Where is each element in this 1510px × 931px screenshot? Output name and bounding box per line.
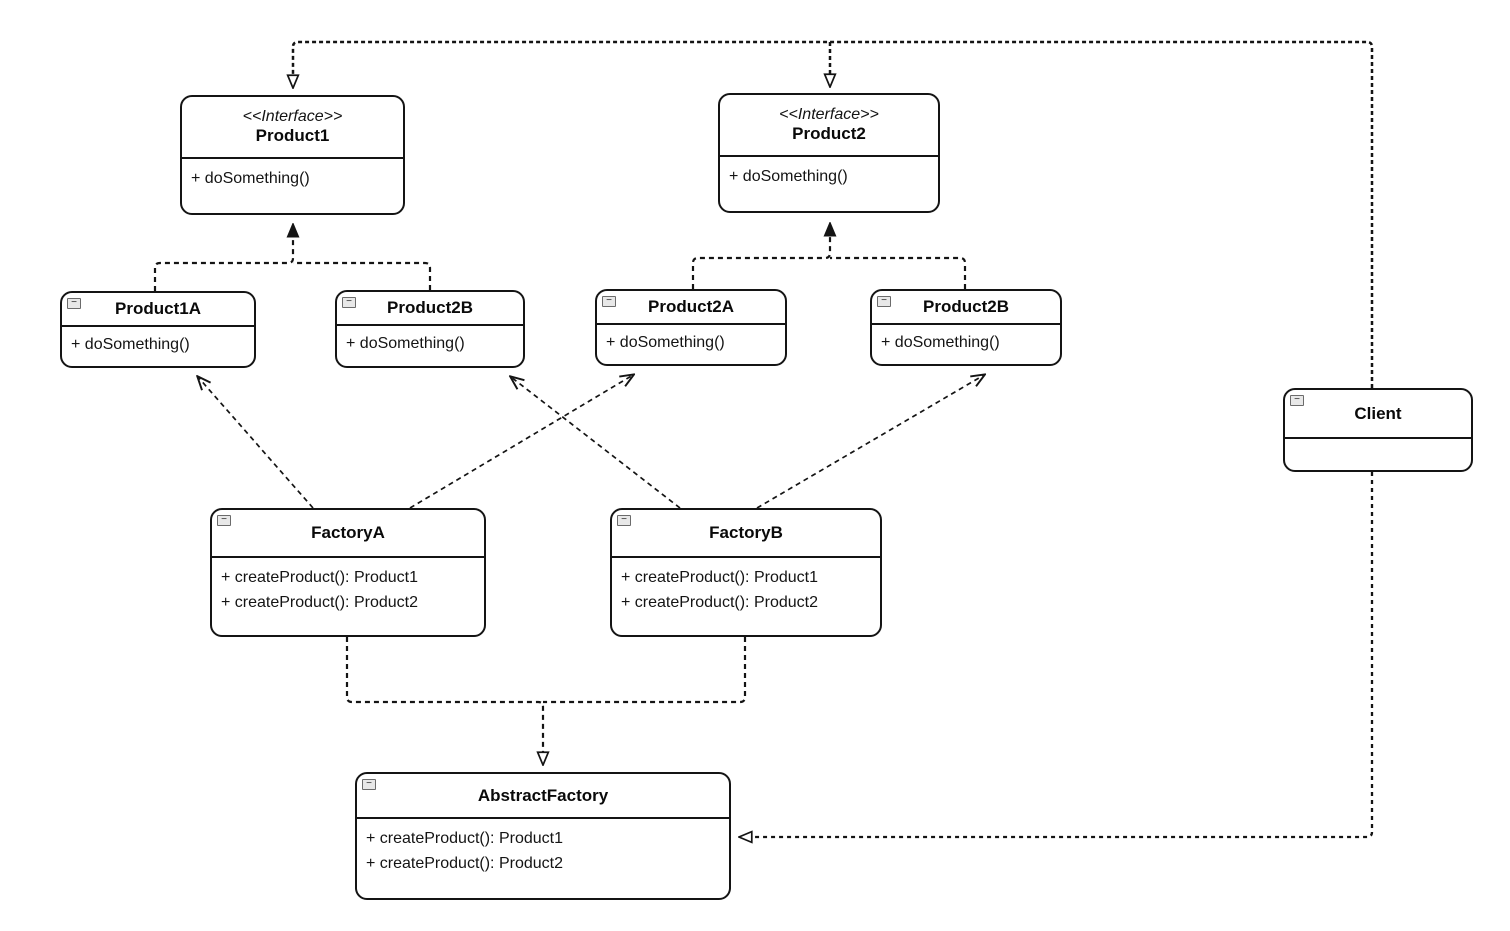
class-abstract-factory[interactable]: − AbstractFactory + createProduct(): Pro…	[355, 772, 731, 900]
collapse-icon[interactable]: −	[362, 779, 376, 790]
class-methods: + createProduct(): Product1 + createProd…	[357, 819, 729, 876]
class-factory-a[interactable]: − FactoryA + createProduct(): Product1 +…	[210, 508, 486, 637]
edge-product2a-product2	[691, 224, 830, 289]
class-factory-b[interactable]: − FactoryB + createProduct(): Product1 +…	[610, 508, 882, 637]
edge-factoryb-product2b-right	[756, 375, 984, 509]
method-label: + createProduct(): Product1	[221, 569, 418, 586]
class-header: FactoryA	[212, 510, 484, 558]
class-product2-interface[interactable]: <<Interface>> Product2 + doSomething()	[718, 93, 940, 213]
method-label: + createProduct(): Product1	[621, 569, 818, 586]
class-title: Product1	[255, 126, 330, 145]
method-label: + createProduct(): Product2	[366, 855, 563, 872]
class-header: Product2A	[597, 291, 785, 325]
class-product1-interface[interactable]: <<Interface>> Product1 + doSomething()	[180, 95, 405, 215]
method-label: + doSomething()	[606, 334, 725, 351]
edge-factorya-product2a	[409, 375, 633, 509]
method-label: + doSomething()	[346, 335, 465, 352]
class-title: FactoryA	[311, 523, 385, 542]
class-methods: + doSomething()	[182, 159, 403, 191]
class-header: <<Interface>> Product1	[182, 97, 403, 159]
class-header: AbstractFactory	[357, 774, 729, 819]
stereotype-label: <<Interface>>	[779, 106, 879, 123]
edge-client-abstractfactory	[740, 472, 1374, 837]
class-methods: + createProduct(): Product1 + createProd…	[212, 558, 484, 615]
collapse-icon[interactable]: −	[1290, 395, 1304, 406]
class-body-empty	[1285, 439, 1471, 446]
stereotype-label: <<Interface>>	[242, 108, 343, 125]
collapse-icon[interactable]: −	[602, 296, 616, 307]
edge-factoryb-abstractfactory	[543, 637, 747, 704]
method-label: + createProduct(): Product2	[221, 594, 418, 611]
class-methods: + doSomething()	[872, 325, 1060, 355]
class-product2b-right[interactable]: − Product2B + doSomething()	[870, 289, 1062, 366]
class-title: Client	[1354, 403, 1402, 423]
method-label: + createProduct(): Product2	[621, 594, 818, 611]
collapse-icon[interactable]: −	[67, 298, 81, 309]
collapse-icon[interactable]: −	[877, 296, 891, 307]
class-title: Product2B	[923, 297, 1009, 316]
method-label: + doSomething()	[729, 168, 848, 185]
class-methods: + doSomething()	[597, 325, 785, 355]
class-header: Product2B	[337, 292, 523, 326]
edge-product2b-right-product2	[830, 256, 967, 289]
class-title: AbstractFactory	[477, 785, 609, 805]
class-header: Product2B	[872, 291, 1060, 325]
collapse-icon[interactable]: −	[617, 515, 631, 526]
class-header: Product1A	[62, 293, 254, 327]
collapse-icon[interactable]: −	[217, 515, 231, 526]
method-label: + createProduct(): Product1	[366, 830, 563, 847]
class-title: FactoryB	[709, 523, 783, 542]
class-title: Product2A	[648, 297, 734, 316]
edge-product1a-product1	[153, 225, 293, 291]
class-product2a[interactable]: − Product2A + doSomething()	[595, 289, 787, 366]
method-label: + doSomething()	[191, 170, 310, 187]
class-product2b-left[interactable]: − Product2B + doSomething()	[335, 290, 525, 368]
class-methods: + doSomething()	[720, 157, 938, 189]
class-client[interactable]: − Client	[1283, 388, 1473, 472]
class-product1a[interactable]: − Product1A + doSomething()	[60, 291, 256, 368]
class-methods: + doSomething()	[337, 326, 523, 356]
collapse-icon[interactable]: −	[342, 297, 356, 308]
edge-product2b-left-product1	[293, 261, 432, 290]
class-methods: + doSomething()	[62, 327, 254, 357]
method-label: + doSomething()	[881, 334, 1000, 351]
edge-factorya-product1a	[198, 377, 314, 509]
class-title: Product1A	[115, 299, 201, 318]
edge-client-product1	[293, 40, 1374, 388]
class-header: <<Interface>> Product2	[720, 95, 938, 157]
class-title: Product2	[792, 124, 866, 143]
edge-factorya-abstractfactory	[345, 637, 543, 764]
class-header: Client	[1285, 390, 1471, 439]
class-title: Product2B	[387, 298, 473, 317]
class-methods: + createProduct(): Product1 + createProd…	[612, 558, 880, 615]
method-label: + doSomething()	[71, 336, 190, 353]
class-header: FactoryB	[612, 510, 880, 558]
